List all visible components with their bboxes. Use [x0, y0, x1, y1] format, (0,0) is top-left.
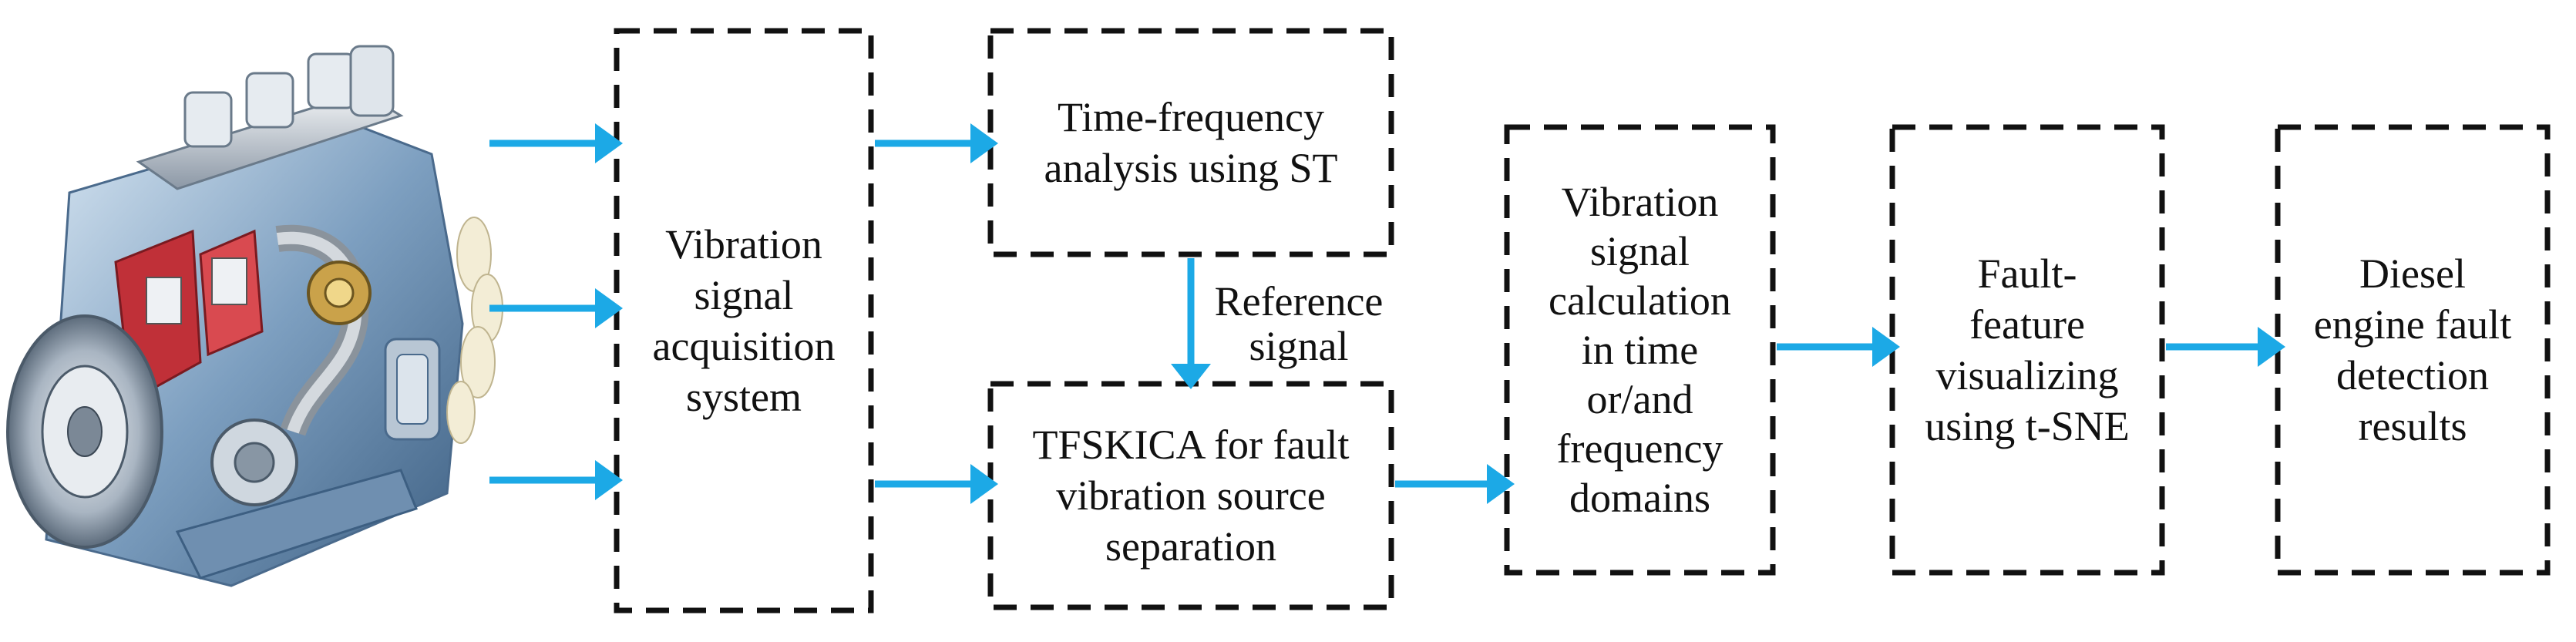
box-acquisition	[614, 28, 874, 613]
label-tfskica: TFSKICA for fault vibration source separ…	[1032, 422, 1350, 570]
label-calculation: Vibration signal calculation in time or/…	[1549, 179, 1731, 521]
label-visualizing: Fault- feature visualizing using t-SNE	[1925, 250, 2130, 449]
box-calculation	[1504, 124, 1776, 576]
label-reference-signal: Reference signal	[1214, 278, 1384, 369]
label-time-frequency: Time-frequency analysis using ST	[1044, 94, 1338, 191]
label-acquisition: Vibration signal acquisition system	[652, 221, 836, 420]
label-results: Diesel engine fault detection results	[2313, 250, 2512, 449]
engine-illustration-icon	[6, 45, 503, 587]
box-results	[2275, 124, 2551, 576]
box-time-frequency	[987, 28, 1394, 257]
box-visualizing	[1889, 124, 2165, 576]
